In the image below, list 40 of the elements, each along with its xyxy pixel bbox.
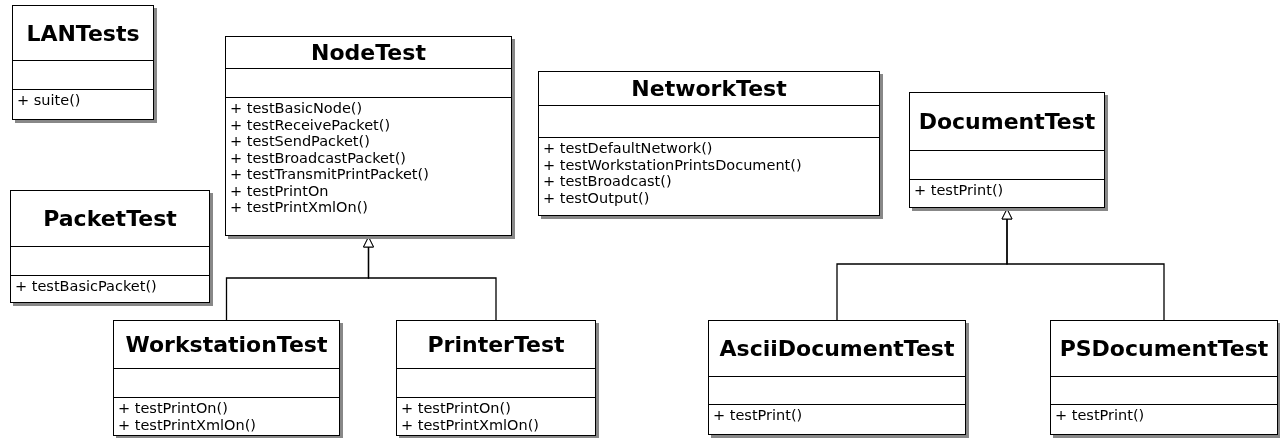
method-name: + testOutput(): [543, 189, 651, 206]
method-name: + testPrintXmlOn(): [401, 416, 540, 433]
method-name: + testBroadcast(): [543, 173, 673, 190]
method-name: + testBasicNode(): [230, 100, 364, 117]
method-name: + testPrintOn(): [118, 400, 229, 417]
class-name: AsciiDocumentTest: [719, 336, 955, 361]
method-name: + testPrint(): [1055, 407, 1146, 424]
method-name: + testBroadcastPacket(): [230, 149, 407, 166]
method-name: + testTransmitPrintPacket(): [230, 166, 430, 183]
class-name: PrinterTest: [427, 332, 565, 357]
method-name: + testBasicPacket(): [15, 278, 158, 295]
method-name: + testPrintXmlOn(): [118, 416, 257, 433]
method-name: + testPrint(): [914, 182, 1005, 199]
method-name: + testPrintXmlOn(): [230, 199, 369, 216]
class-name: NodeTest: [311, 40, 426, 65]
method-name: + testPrintOn: [230, 182, 330, 199]
method-name: + testPrint(): [713, 407, 804, 424]
class-box: [1050, 320, 1278, 435]
inheritance-arrow: [1001, 208, 1165, 321]
class-box: [113, 320, 340, 436]
method-name: + suite(): [17, 92, 82, 109]
class-box: [538, 71, 880, 216]
class-name: PSDocumentTest: [1059, 336, 1269, 361]
method-name: + testSendPacket(): [230, 133, 371, 150]
class-name: PacketTest: [43, 206, 177, 231]
class-box: [225, 36, 512, 236]
inheritance-arrow: [363, 236, 497, 321]
method-name: + testReceivePacket(): [230, 116, 392, 133]
class-box: [12, 5, 154, 120]
class-name: NetworkTest: [631, 76, 787, 101]
class-name: DocumentTest: [918, 109, 1096, 134]
class-box: [909, 92, 1105, 208]
class-name: LANTests: [26, 20, 140, 46]
class-name: WorkstationTest: [125, 332, 328, 357]
class-box: [708, 320, 966, 435]
method-name: + testPrintOn(): [401, 400, 512, 417]
class-box: [396, 320, 596, 436]
method-name: + testWorkstationPrintsDocument(): [543, 156, 803, 173]
class-box: [10, 190, 210, 303]
method-name: + testDefaultNetwork(): [543, 140, 714, 157]
